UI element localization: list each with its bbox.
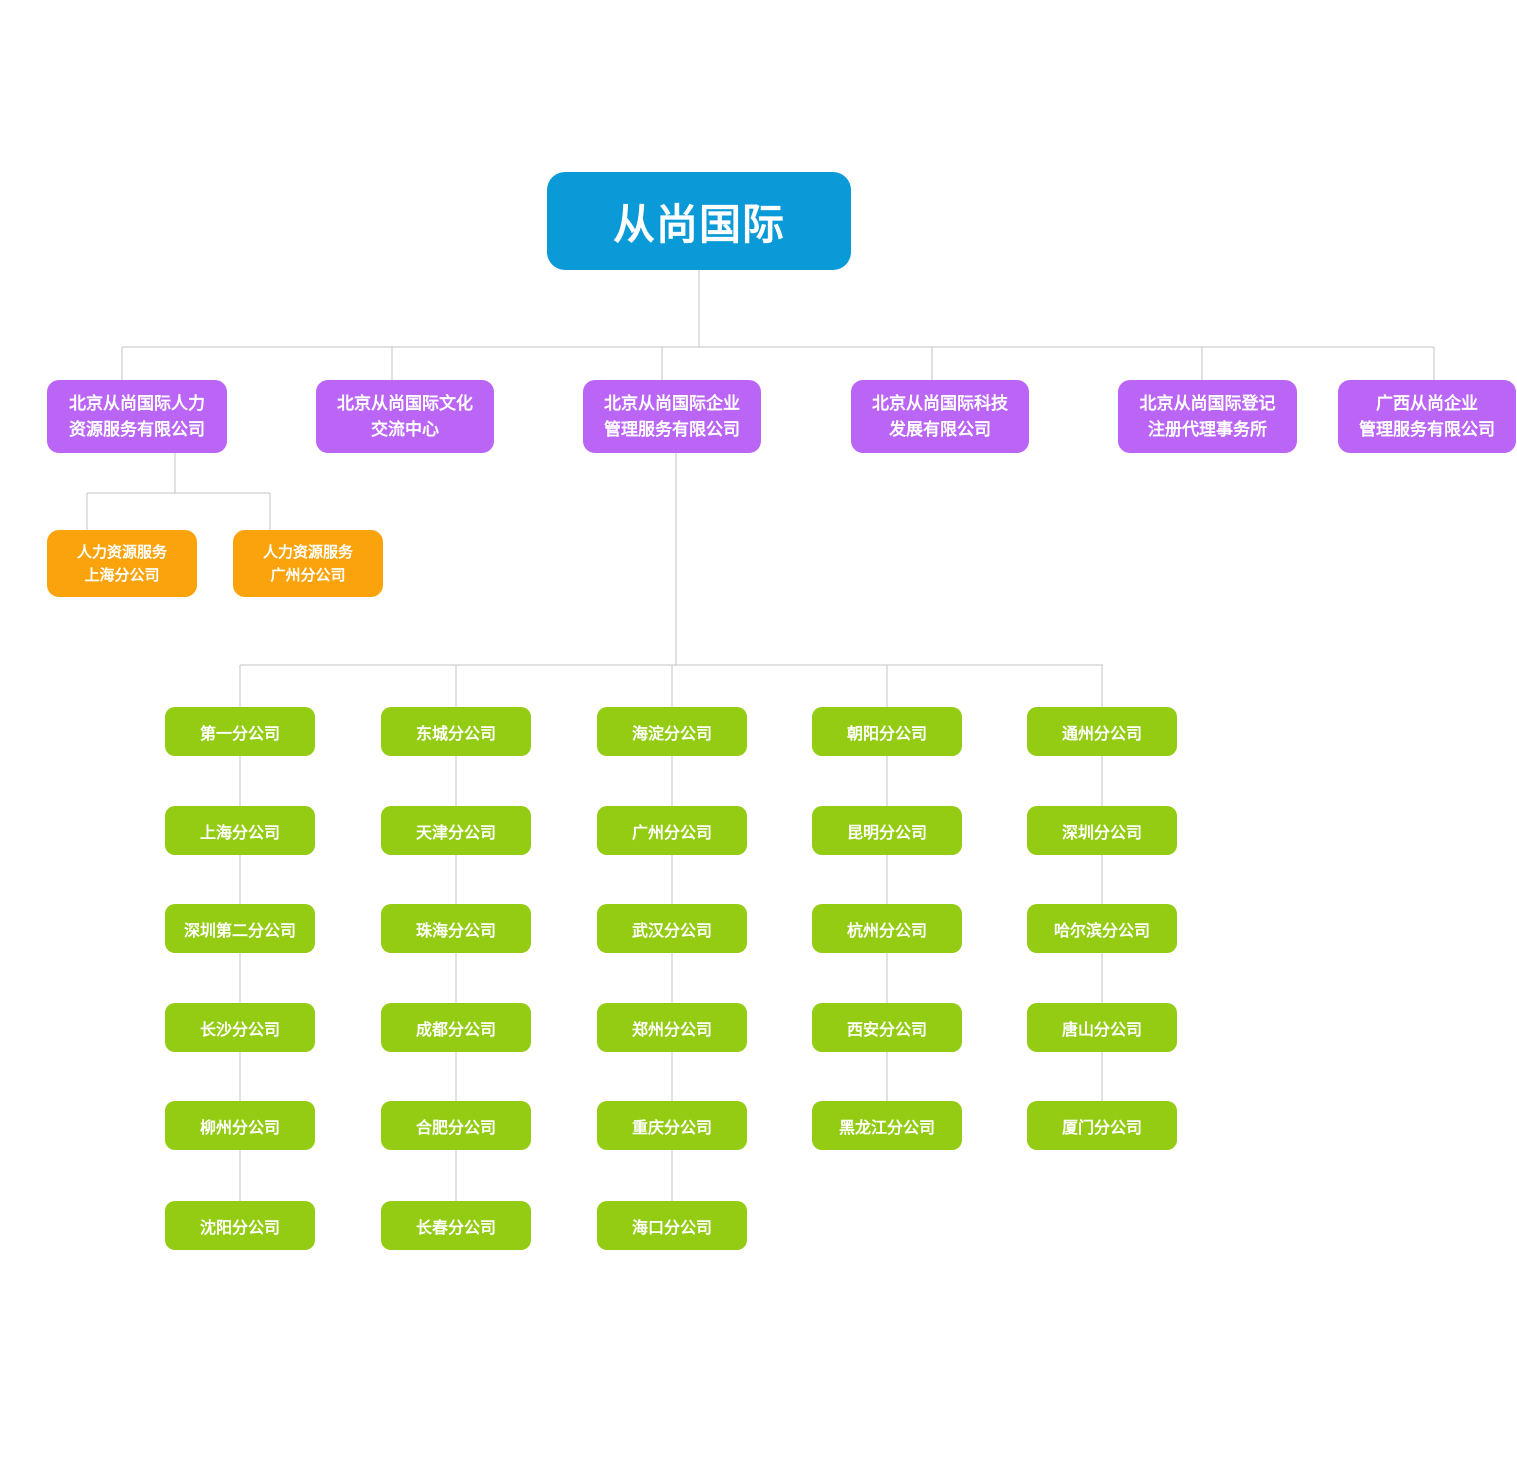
node-sub-company: 珠海分公司 [381,904,531,953]
node-culture-center: 北京从尚国际文化 交流中心 [316,380,494,453]
node-root-label: 从尚国际 [612,199,785,249]
node-sub-company-label: 柳州分公司 [199,1117,280,1137]
node-hr-guangzhou-branch-label: 人力资源服务 广州分公司 [262,542,353,584]
node-sub-company-label: 珠海分公司 [415,920,496,940]
node-management-company: 北京从尚国际企业 管理服务有限公司 [583,380,761,453]
node-sub-company: 海淀分公司 [597,707,747,756]
node-sub-company: 天津分公司 [381,806,531,855]
node-sub-company-label: 长春分公司 [415,1217,496,1237]
node-hr-shanghai-branch-label: 人力资源服务 上海分公司 [76,542,167,584]
node-sub-company: 长沙分公司 [165,1003,315,1052]
node-tech-company: 北京从尚国际科技 发展有限公司 [851,380,1029,453]
node-sub-company: 武汉分公司 [597,904,747,953]
node-sub-company-label: 长沙分公司 [199,1019,280,1039]
node-hr-guangzhou-branch: 人力资源服务 广州分公司 [233,530,383,597]
node-sub-company-label: 深圳第二分公司 [183,920,296,940]
node-management-company-label: 北京从尚国际企业 管理服务有限公司 [604,393,740,440]
node-sub-company-label: 重庆分公司 [631,1117,712,1137]
node-sub-company: 合肥分公司 [381,1101,531,1150]
node-sub-company-label: 朝阳分公司 [846,723,927,743]
node-sub-company: 广州分公司 [597,806,747,855]
node-sub-company-label: 深圳分公司 [1061,822,1142,842]
node-sub-company-label: 东城分公司 [415,723,496,743]
node-sub-company-label: 海淀分公司 [631,723,712,743]
node-sub-company: 长春分公司 [381,1201,531,1250]
node-sub-company-label: 第一分公司 [199,723,280,743]
node-sub-company-label: 海口分公司 [631,1217,712,1237]
node-sub-company-label: 西安分公司 [846,1019,927,1039]
node-sub-company: 深圳第二分公司 [165,904,315,953]
node-root: 从尚国际 [547,172,851,270]
node-sub-company: 厦门分公司 [1027,1101,1177,1150]
node-guangxi-company: 广西从尚企业 管理服务有限公司 [1338,380,1516,453]
node-sub-company-label: 武汉分公司 [631,920,712,940]
node-registration-office-label: 北京从尚国际登记 注册代理事务所 [1139,393,1276,440]
node-hr-shanghai-branch: 人力资源服务 上海分公司 [47,530,197,597]
node-sub-company-label: 黑龙江分公司 [838,1117,935,1137]
node-sub-company: 沈阳分公司 [165,1201,315,1250]
node-sub-company-label: 广州分公司 [631,822,712,842]
node-culture-center-label: 北京从尚国际文化 交流中心 [337,393,473,440]
node-sub-company: 成都分公司 [381,1003,531,1052]
node-sub-company-label: 哈尔滨分公司 [1053,920,1150,940]
node-sub-company-label: 唐山分公司 [1061,1019,1142,1039]
node-sub-company: 杭州分公司 [812,904,962,953]
node-sub-company: 哈尔滨分公司 [1027,904,1177,953]
node-registration-office: 北京从尚国际登记 注册代理事务所 [1118,380,1297,453]
node-sub-company: 郑州分公司 [597,1003,747,1052]
node-sub-company-label: 天津分公司 [415,822,496,842]
node-hr-company: 北京从尚国际人力 资源服务有限公司 [47,380,227,453]
node-sub-company-label: 杭州分公司 [846,920,927,940]
node-sub-company-label: 成都分公司 [415,1019,496,1039]
node-sub-company: 上海分公司 [165,806,315,855]
node-tech-company-label: 北京从尚国际科技 发展有限公司 [872,393,1008,440]
node-sub-company: 海口分公司 [597,1201,747,1250]
node-sub-company-label: 合肥分公司 [415,1117,496,1137]
node-guangxi-company-label: 广西从尚企业 管理服务有限公司 [1359,393,1495,440]
node-sub-company: 黑龙江分公司 [812,1101,962,1150]
node-sub-company-label: 上海分公司 [199,822,280,842]
node-sub-company: 东城分公司 [381,707,531,756]
node-sub-company: 唐山分公司 [1027,1003,1177,1052]
node-sub-company: 通州分公司 [1027,707,1177,756]
node-sub-company-label: 沈阳分公司 [199,1217,280,1237]
node-sub-company-label: 通州分公司 [1061,723,1142,743]
node-sub-company: 第一分公司 [165,707,315,756]
node-sub-company: 柳州分公司 [165,1101,315,1150]
node-sub-company-label: 昆明分公司 [846,822,927,842]
node-sub-company-label: 郑州分公司 [631,1019,712,1039]
node-sub-company: 深圳分公司 [1027,806,1177,855]
node-sub-company: 朝阳分公司 [812,707,962,756]
node-hr-company-label: 北京从尚国际人力 资源服务有限公司 [69,393,205,440]
node-sub-company: 昆明分公司 [812,806,962,855]
node-sub-company: 重庆分公司 [597,1101,747,1150]
node-sub-company: 西安分公司 [812,1003,962,1052]
node-sub-company-label: 厦门分公司 [1061,1117,1142,1137]
